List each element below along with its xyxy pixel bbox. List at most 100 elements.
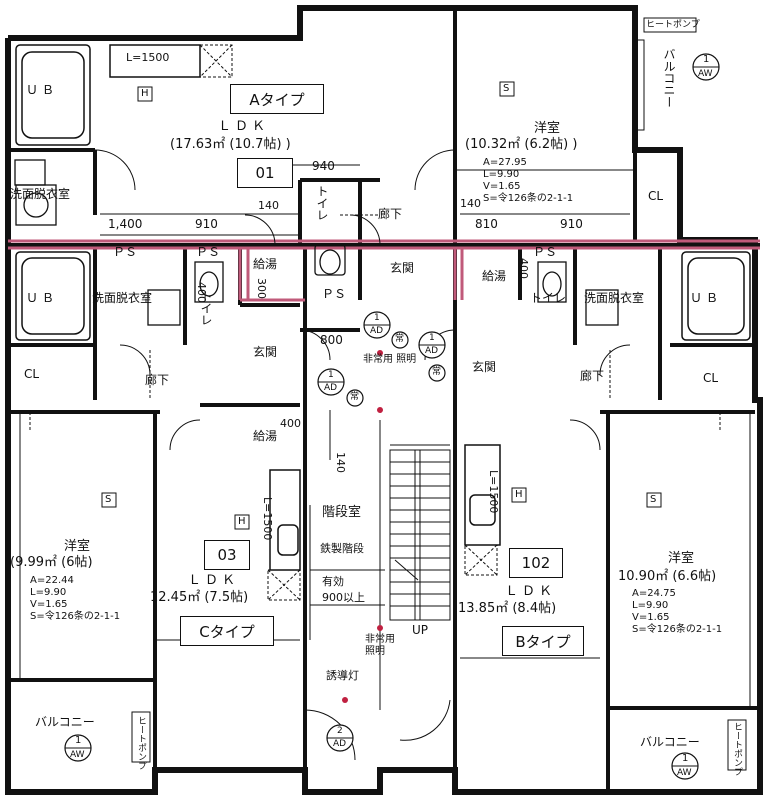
- steel-stair-label: 鉄製階段: [320, 542, 364, 555]
- jo-mark: 常: [395, 334, 405, 344]
- unit-b-water-heater-label: 給湯: [482, 269, 507, 283]
- dim-810: 810: [475, 217, 498, 231]
- unit-c-hall-label: 廊下: [145, 373, 170, 387]
- unit-a-ldk-area: (17.63㎡ (10.7帖) ): [170, 137, 291, 152]
- dashed-boxes: [29, 44, 721, 601]
- marker-boxes: [101, 81, 662, 530]
- hallway-label: 廊下: [378, 207, 403, 221]
- unit-c-ldk-label: ＬＤＫ: [188, 573, 240, 588]
- unit-b-bath-label: ＵＢ: [690, 291, 723, 305]
- jo-mark: 常: [432, 367, 442, 377]
- unit-b-type: Bタイプ: [502, 626, 584, 656]
- unit-c-kitchen-length: L=1500: [261, 497, 274, 541]
- dim-300: 300: [255, 278, 268, 299]
- dim-1400: 1,400: [108, 217, 143, 231]
- closet-label: CL: [648, 189, 664, 203]
- fixture-icons: [14, 159, 619, 326]
- unit-c-entry-label: 玄関: [253, 345, 278, 359]
- unit-c-ldk-area: 12.45㎡ (7.5帖): [150, 590, 249, 605]
- unit-b-balcony-label: バルコニー: [640, 735, 700, 749]
- heat-pump-label: ヒートポンプ: [732, 722, 742, 776]
- outer-walls: [5, 5, 763, 795]
- ad-label: AD: [333, 739, 347, 749]
- unit-c-balcony-label: バルコニー: [35, 715, 95, 729]
- dim-400: 400: [195, 282, 208, 303]
- unit-b-western-label: 洋室: [668, 551, 695, 566]
- unit-b-entry-label: 玄関: [472, 360, 497, 374]
- unit-b-wash-label: 洗面脱衣室: [584, 291, 645, 305]
- aw-number: 1: [75, 735, 82, 746]
- unit-b-toilet-label: トイレ: [530, 291, 567, 305]
- unit-c-western-area: (9.99㎡ (6帖): [10, 555, 93, 570]
- ad-label: AD: [425, 346, 439, 356]
- stair-up-label: UP: [412, 623, 429, 637]
- ad-number: 1: [328, 370, 334, 380]
- unit-c-ps-label: ＰＳ: [113, 245, 138, 259]
- h-mark: H: [515, 489, 523, 500]
- emergency-light-dots: [342, 350, 383, 703]
- unit-a-balcony-label: バルコニー: [662, 48, 676, 108]
- unit-b-ldk-area: 13.85㎡ (8.4帖): [458, 601, 557, 616]
- unit-a-number: 01: [237, 158, 293, 188]
- unit-b-number: 102: [509, 548, 563, 578]
- dim-940: 940: [312, 159, 335, 173]
- aw-number: 1: [703, 54, 710, 65]
- unit-b-kitchen-length: L=1500: [487, 470, 500, 514]
- stair-treads: [389, 449, 451, 621]
- dim-400: 400: [517, 258, 530, 279]
- core-ps-label: ＰＳ: [322, 287, 347, 301]
- unit-a-ldk-label: ＬＤＫ: [218, 119, 270, 134]
- dim-800: 800: [320, 333, 343, 347]
- unit-c-bath-label: ＵＢ: [26, 291, 59, 305]
- circle-dividers: [65, 66, 719, 767]
- unit-a-kitchen-length: L=1500: [126, 51, 170, 64]
- guide-light-label: 誘導灯: [326, 669, 359, 682]
- unit-a-wash-label: 洗面脱衣室: [10, 187, 71, 201]
- unit-a-type: Aタイプ: [230, 84, 324, 114]
- water-heater-label: 給湯: [253, 257, 278, 271]
- unit-c-closet-label: CL: [24, 367, 40, 381]
- thin-lines: [19, 10, 751, 710]
- s-mark: S: [650, 494, 657, 505]
- unit-b-ldk-label: ＬＤＫ: [505, 584, 557, 599]
- balcony-rails: [131, 17, 747, 771]
- unit-c-type: Cタイプ: [180, 616, 274, 646]
- h-mark: H: [238, 516, 246, 527]
- dim-910: 910: [195, 217, 218, 231]
- unit-c-toilet-label: トイレ: [199, 290, 213, 326]
- emergency-light-label: 非常用 照明: [363, 354, 417, 365]
- unit-c-western-label: 洋室: [64, 539, 91, 554]
- unit-c-number: 03: [204, 540, 250, 570]
- heat-pump-label: ヒートポンプ: [646, 20, 700, 30]
- dim-140: 140: [334, 452, 347, 473]
- s-mark: S: [105, 494, 112, 505]
- aw-label: AW: [677, 768, 692, 778]
- effective-width: 900以上: [322, 591, 365, 604]
- unit-a-western-area: (10.32㎡ (6.2帖) ): [465, 137, 578, 152]
- h-mark: H: [141, 88, 149, 99]
- unit-c-western-specs: A=22.44 L=9.90 V=1.65 S=令126条の2-1-1: [30, 575, 121, 622]
- heat-pump-label: ヒートポンプ: [136, 716, 146, 770]
- unit-c-ps-label: ＰＳ: [196, 245, 221, 259]
- core-entry-label: 玄関: [390, 261, 415, 275]
- jo-mark: 常: [350, 392, 360, 402]
- effective-label: 有効: [322, 575, 344, 588]
- core-toilet-label: トイレ: [315, 185, 329, 221]
- stair-room-label: 階段室: [322, 505, 362, 520]
- emergency-light-label: 非常用 照明: [365, 634, 395, 657]
- unit-b-closet-label: CL: [703, 371, 719, 385]
- ad-label: AD: [370, 326, 384, 336]
- fire-partition: [8, 239, 760, 302]
- aw-number: 1: [682, 753, 689, 764]
- dim-910: 910: [560, 217, 583, 231]
- aw-label: AW: [70, 750, 85, 760]
- unit-c-water-heater-label: 給湯: [253, 429, 278, 443]
- unit-b-western-specs: A=24.75 L=9.90 V=1.65 S=令126条の2-1-1: [632, 588, 723, 635]
- unit-b-ps-label: ＰＳ: [533, 245, 558, 259]
- unit-a-western-specs: A=27.95 L=9.90 V=1.65 S=令126条の2-1-1: [483, 157, 574, 204]
- dim-140: 140: [258, 199, 279, 212]
- unit-b-western-area: 10.90㎡ (6.6帖): [618, 569, 717, 584]
- dim-140: 140: [460, 197, 481, 210]
